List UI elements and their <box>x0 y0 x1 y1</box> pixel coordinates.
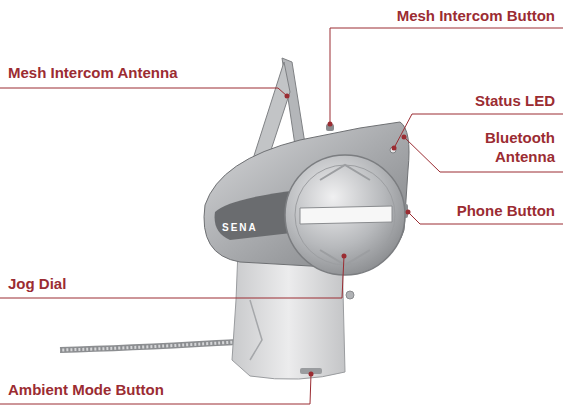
leader-dot <box>328 122 333 127</box>
part-label: Phone Button <box>420 201 555 220</box>
leader-dot <box>402 135 407 140</box>
jog-dial <box>285 155 405 275</box>
leader-line <box>0 88 287 96</box>
part-label: Jog Dial <box>8 274 208 293</box>
part-label: Mesh Intercom Button <box>300 6 555 25</box>
leader-dot <box>342 254 347 259</box>
part-label: Ambient Mode Button <box>8 380 268 399</box>
part-label: Mesh Intercom Antenna <box>8 63 268 82</box>
cable-texture <box>60 342 236 350</box>
clamp-screw <box>346 291 354 299</box>
clamp-edge <box>250 300 262 360</box>
leader-dot <box>406 210 411 215</box>
leader-dot <box>309 372 314 377</box>
jog-dial-ring <box>295 165 395 265</box>
cable <box>60 342 236 350</box>
leader-lines <box>0 28 563 404</box>
jog-dial-grip <box>320 165 370 265</box>
leader-dot <box>392 146 397 151</box>
leader-line <box>0 256 344 298</box>
leader-line <box>330 28 563 124</box>
part-label: Status LED <box>420 91 555 110</box>
brand-logo: SENA <box>222 222 282 234</box>
leader-dots <box>285 94 411 377</box>
jog-dial-bar <box>300 206 392 224</box>
part-label: Bluetooth Antenna <box>470 128 555 166</box>
leader-line <box>0 374 311 404</box>
leader-dot <box>285 94 290 99</box>
